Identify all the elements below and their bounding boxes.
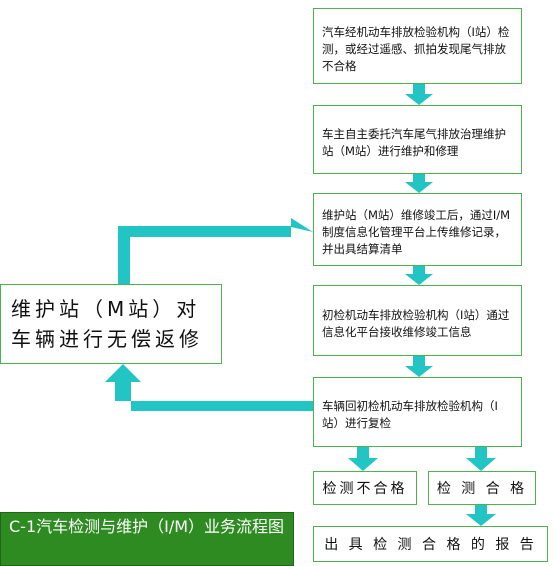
result-fail: 检测不合格 — [313, 471, 417, 505]
arrow-repair-s3 — [118, 218, 313, 284]
repair-station-box: 维护站（M站）对车辆进行无偿返修 — [0, 284, 222, 364]
step-upload-record-text: 维护站（M站）维修竣工后，通过I/M制度信息化管理平台上传维修记录，并出具结算清… — [322, 208, 511, 256]
diagram-caption: C-1汽车检测与维护（I/M）业务流程图 — [0, 512, 294, 566]
arrow-s5-pass — [466, 447, 496, 471]
result-fail-text: 检测不合格 — [322, 481, 408, 497]
diagram-caption-text: C-1汽车检测与维护（I/M）业务流程图 — [9, 517, 285, 536]
arrow-s3-s4 — [405, 266, 433, 285]
step-upload-record: 维护站（M站）维修竣工后，通过I/M制度信息化管理平台上传维修记录，并出具结算清… — [313, 193, 522, 266]
result-report: 出 具 检 测 合 格 的 报 告 — [313, 526, 548, 562]
step-recheck: 车辆回初检机动车排放检验机构（I站）进行复检 — [313, 377, 522, 447]
result-report-text: 出 具 检 测 合 格 的 报 告 — [324, 537, 537, 553]
result-pass: 检 测 合 格 — [428, 471, 536, 505]
arrow-s5-repair — [105, 364, 313, 411]
arrow-s2-s3 — [405, 174, 433, 193]
step-receive-info-text: 初检机动车排放检验机构（I站）通过信息化平台接收维修竣工信息 — [322, 307, 510, 339]
step-detection-text: 汽车经机动车排放检验机构（I站）检测，或经过遥感、抓拍发现尾气排放不合格 — [322, 24, 510, 73]
arrow-pass-report — [466, 505, 496, 526]
result-pass-text: 检 测 合 格 — [436, 481, 528, 497]
arrow-s4-s5 — [405, 356, 433, 377]
step-owner-repair-text: 车主自主委托汽车尾气排放治理维护站（M站）进行维护和修理 — [322, 126, 506, 158]
repair-station-text: 维护站（M站）对车辆进行无偿返修 — [11, 297, 203, 351]
step-receive-info: 初检机动车排放检验机构（I站）通过信息化平台接收维修竣工信息 — [313, 285, 522, 356]
step-recheck-text: 车辆回初检机动车排放检验机构（I站）进行复检 — [322, 399, 498, 430]
step-owner-repair: 车主自主委托汽车尾气排放治理维护站（M站）进行维护和修理 — [313, 105, 522, 174]
step-detection: 汽车经机动车排放检验机构（I站）检测，或经过遥感、抓拍发现尾气排放不合格 — [313, 8, 522, 84]
arrow-s1-s2 — [405, 84, 433, 105]
arrow-s5-fail — [348, 447, 378, 471]
